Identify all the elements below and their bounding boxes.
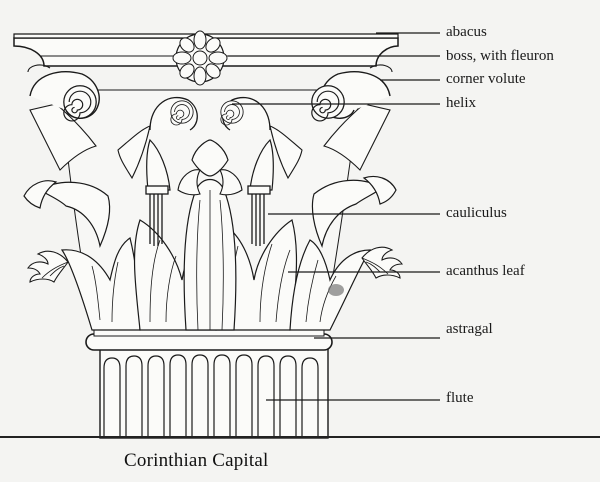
- column-shaft: [99, 347, 329, 439]
- astragal-ring: [85, 329, 333, 351]
- label-corner-volute: corner volute: [446, 71, 526, 87]
- label-boss-with-fleuron: boss, with fleuron: [446, 48, 554, 64]
- fleuron-boss: [172, 30, 228, 86]
- cauliculus-stalks: [145, 185, 271, 246]
- figure-caption: Corinthian Capital: [124, 450, 269, 471]
- label-cauliculus: cauliculus: [446, 205, 507, 221]
- label-acanthus-leaf: acanthus leaf: [446, 263, 525, 279]
- label-abacus: abacus: [446, 24, 487, 40]
- label-helix: helix: [446, 95, 476, 111]
- acanthus-upper-row: [23, 103, 397, 331]
- corner-volutes: [29, 71, 391, 122]
- flute-grooves: [103, 354, 319, 436]
- helices: [149, 96, 271, 131]
- label-astragal: astragal: [446, 321, 493, 337]
- leader-lines: [228, 32, 440, 401]
- label-flute: flute: [446, 390, 474, 406]
- bottom-rule: [0, 436, 600, 438]
